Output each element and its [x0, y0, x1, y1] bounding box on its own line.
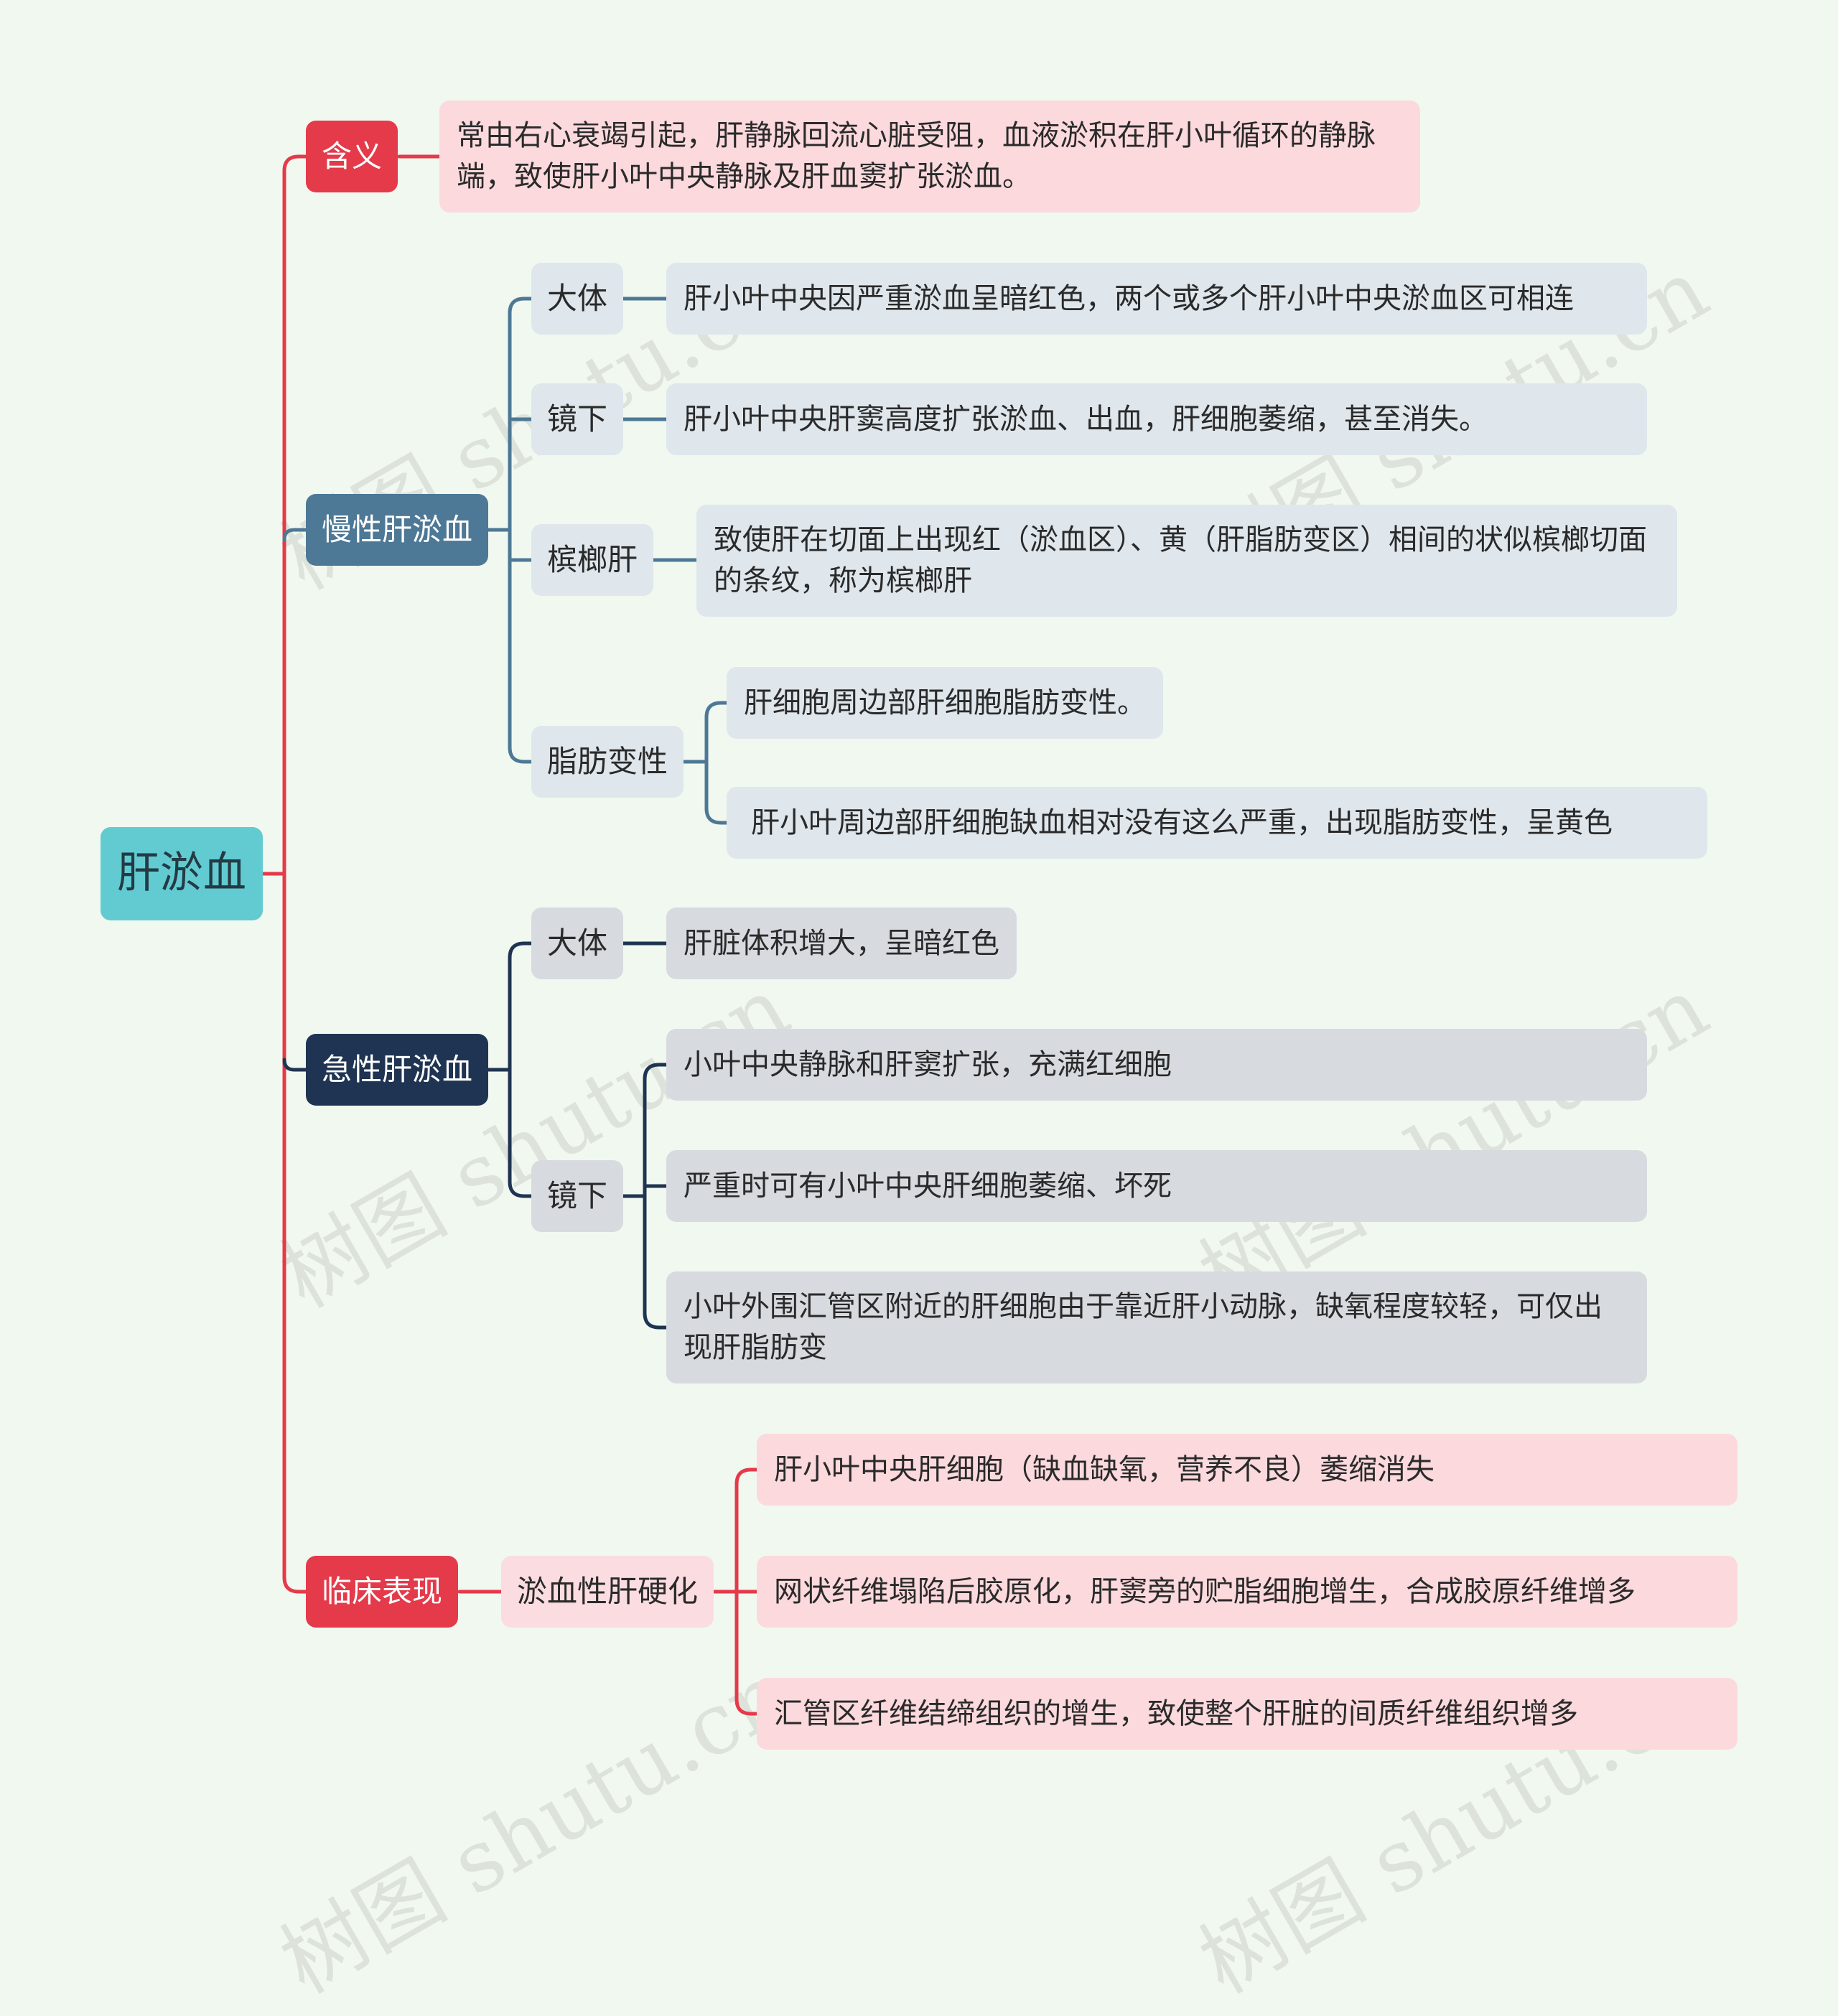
clinical-cirrhosis-item-1[interactable]: 肝小叶中央肝细胞（缺血缺氧，营养不良）萎缩消失: [757, 1434, 1737, 1506]
chronic-gross-text[interactable]: 肝小叶中央因严重淤血呈暗红色，两个或多个肝小叶中央淤血区可相连: [666, 263, 1647, 335]
acute-micro-item-1[interactable]: 小叶中央静脉和肝窦扩张，充满红细胞: [666, 1029, 1647, 1101]
chronic-nutmeg-label[interactable]: 槟榔肝: [531, 524, 654, 596]
chronic-fatty-label[interactable]: 脂肪变性: [531, 726, 684, 798]
chronic-nutmeg-text[interactable]: 致使肝在切面上出现红（淤血区）、黄（肝脂肪变区）相间的状似槟榔切面的条纹，称为槟…: [696, 505, 1677, 617]
chronic-fatty-item-1[interactable]: 肝细胞周边部肝细胞脂肪变性。: [727, 667, 1163, 739]
root-node[interactable]: 肝淤血: [101, 827, 263, 920]
branch-clinical[interactable]: 临床表现: [306, 1556, 459, 1628]
mindmap-canvas: 树图 shutu.cn 树图 shutu.cn 树图 shutu.cn 树图 s…: [101, 101, 1737, 2012]
clinical-cirrhosis-item-2[interactable]: 网状纤维塌陷后胶原化，肝窦旁的贮脂细胞增生，合成胶原纤维增多: [757, 1556, 1737, 1628]
chronic-gross-label[interactable]: 大体: [531, 263, 624, 335]
chronic-fatty-item-2[interactable]: 肝小叶周边部肝细胞缺血相对没有这么严重，出现脂肪变性，呈黄色: [727, 787, 1707, 859]
acute-gross-text[interactable]: 肝脏体积增大，呈暗红色: [666, 907, 1017, 979]
branch-meaning[interactable]: 含义: [306, 121, 398, 192]
branch-acute[interactable]: 急性肝淤血: [306, 1034, 489, 1106]
chronic-micro-label[interactable]: 镜下: [531, 383, 624, 455]
acute-gross-label[interactable]: 大体: [531, 907, 624, 979]
clinical-cirrhosis-item-3[interactable]: 汇管区纤维结缔组织的增生，致使整个肝脏的间质纤维组织增多: [757, 1678, 1737, 1750]
clinical-cirrhosis-label[interactable]: 淤血性肝硬化: [501, 1556, 714, 1628]
meaning-description[interactable]: 常由右心衰竭引起，肝静脉回流心脏受阻，血液淤积在肝小叶循环的静脉端，致使肝小叶中…: [439, 101, 1420, 213]
root-connectors: [261, 154, 759, 1716]
chronic-micro-text[interactable]: 肝小叶中央肝窦高度扩张淤血、出血，肝细胞萎缩，甚至消失。: [666, 383, 1647, 455]
acute-connectors: [282, 941, 668, 1330]
acute-micro-label[interactable]: 镜下: [531, 1160, 624, 1232]
chronic-connectors: [282, 297, 729, 825]
acute-micro-item-2[interactable]: 严重时可有小叶中央肝细胞萎缩、坏死: [666, 1150, 1647, 1222]
acute-micro-item-3[interactable]: 小叶外围汇管区附近的肝细胞由于靠近肝小动脉，缺氧程度较轻，可仅出现肝脂肪变: [666, 1271, 1647, 1383]
connector-lines: [261, 154, 759, 1716]
branch-chronic[interactable]: 慢性肝淤血: [306, 494, 489, 566]
